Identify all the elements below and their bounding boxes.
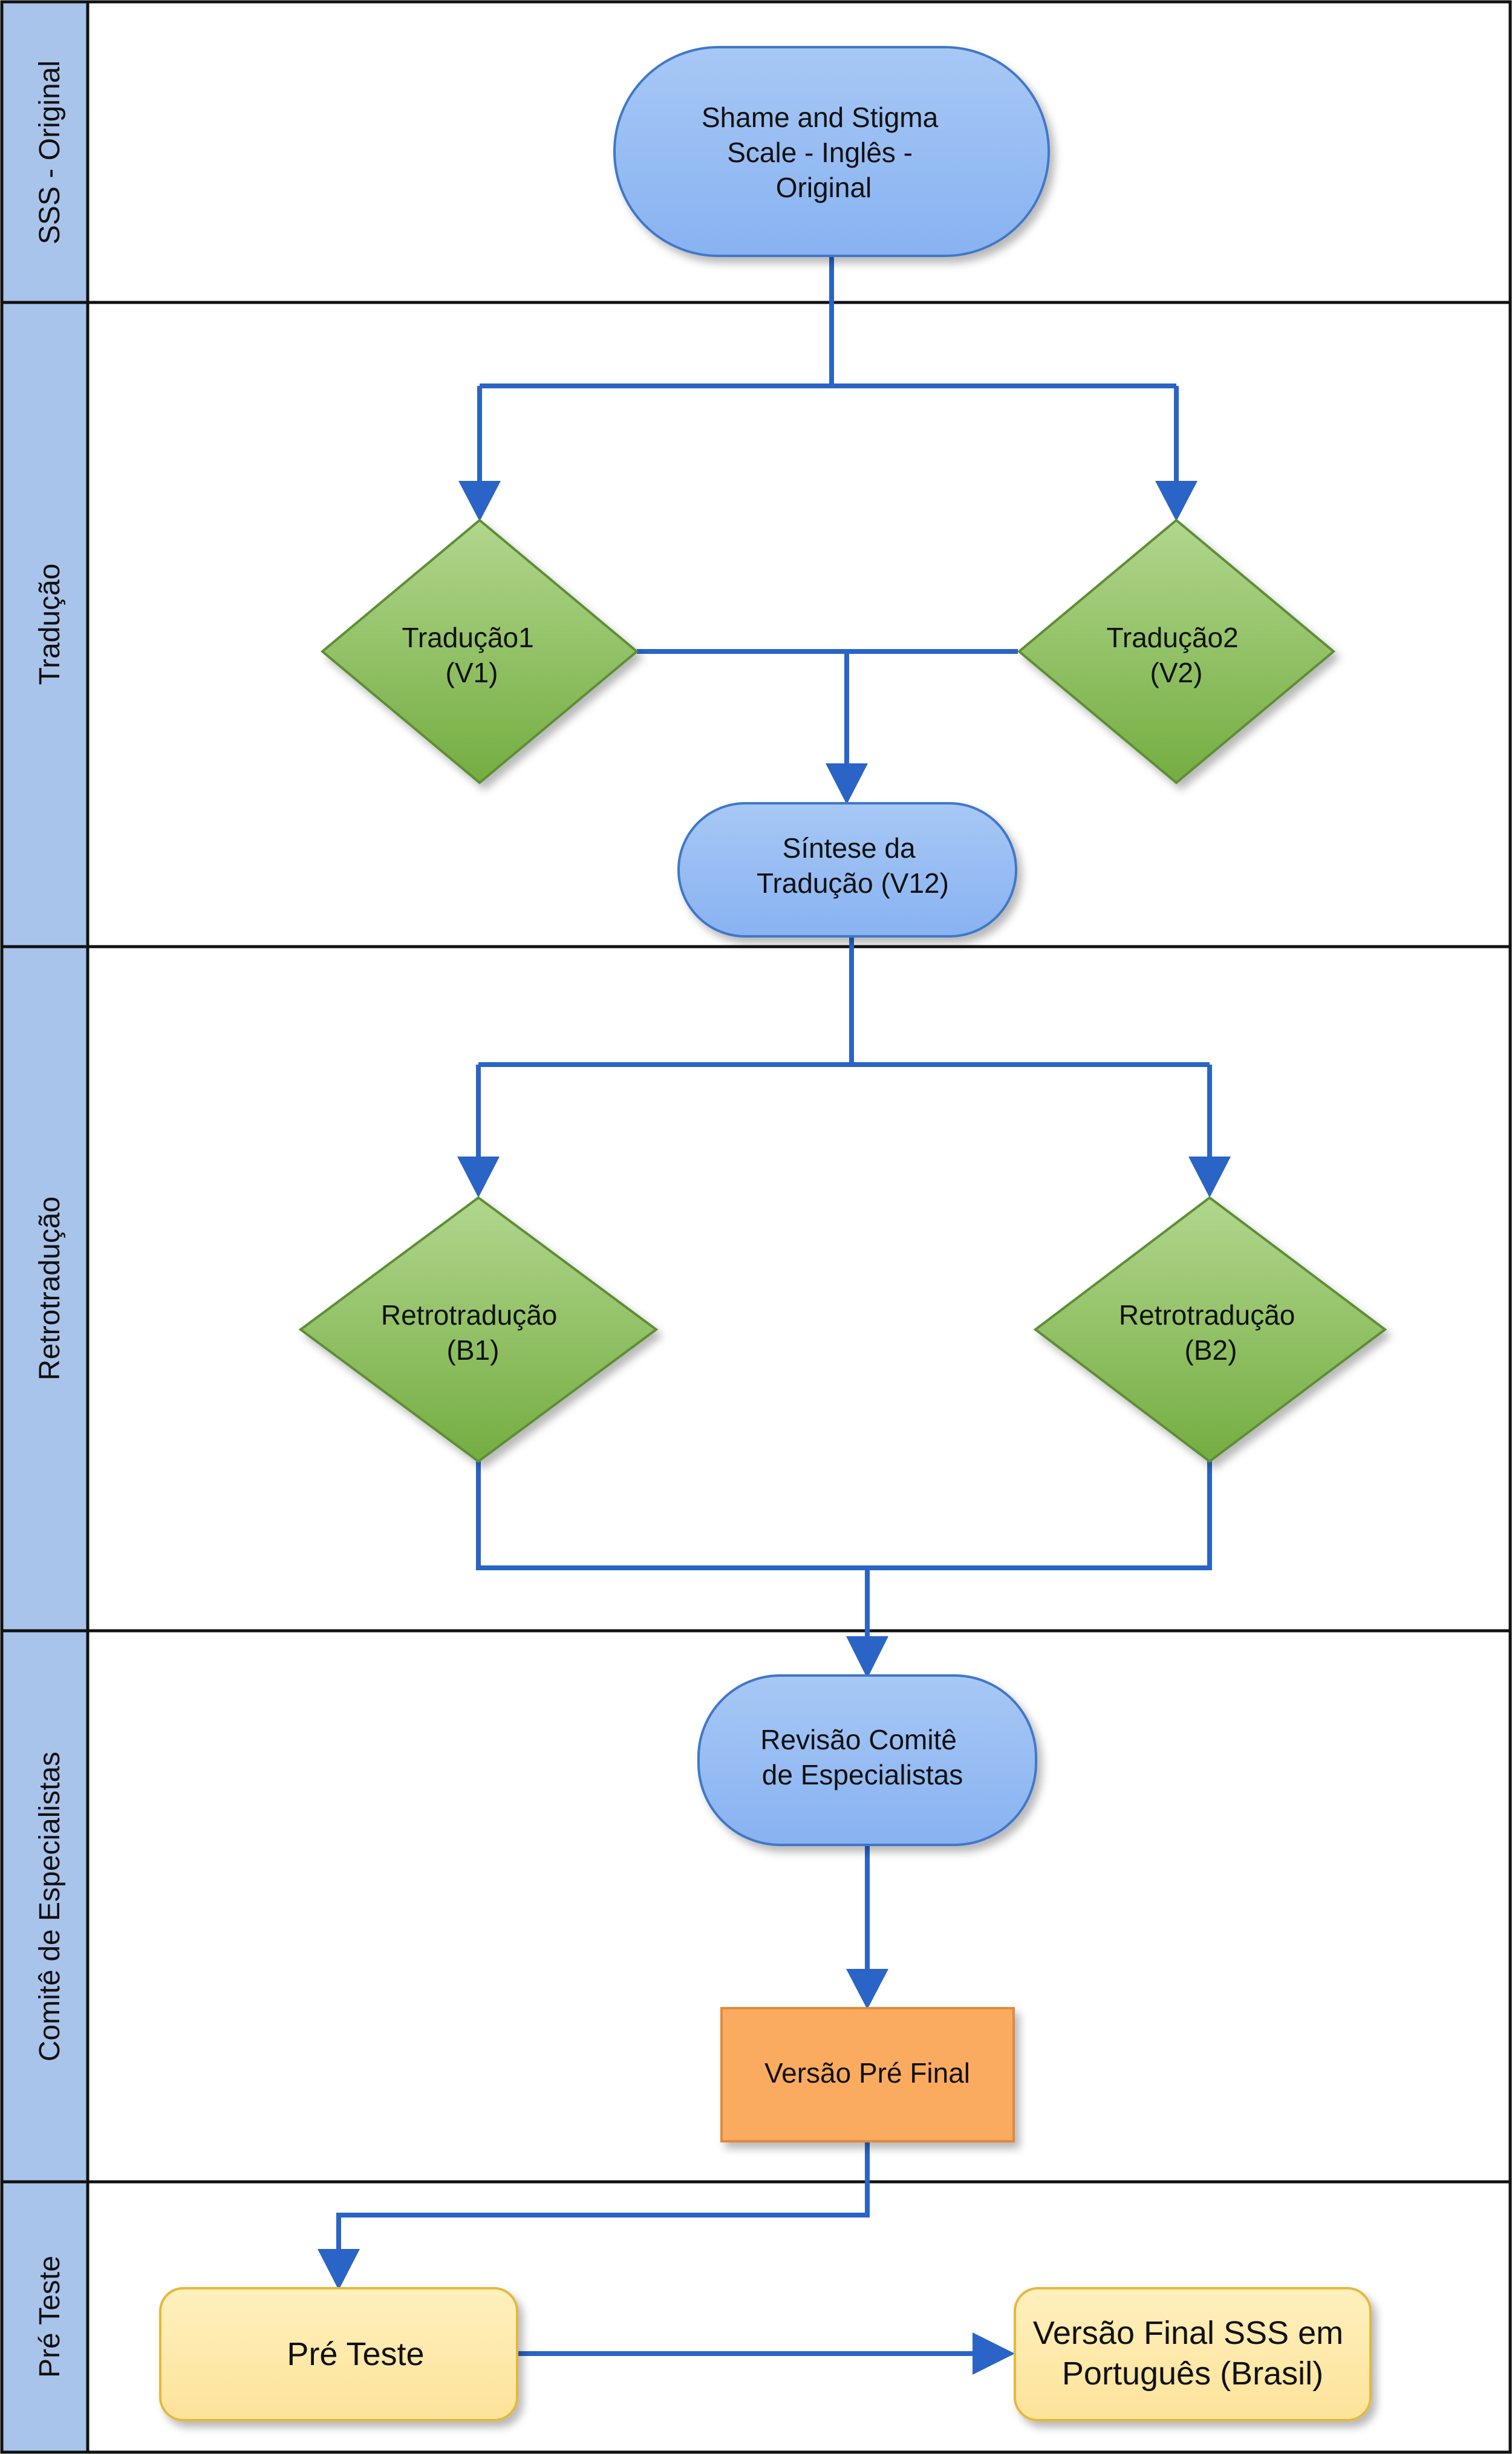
rounded-shape [159, 2287, 518, 2421]
decision-shape [1033, 1196, 1387, 1463]
node-label: Retrotradução (B1) [381, 1299, 565, 1366]
node-label: Revisão Comitê de Especialistas [760, 1724, 964, 1790]
node-label: Tradução2 (V2) [1107, 622, 1246, 688]
node-sintese-traducao: Síntese da Tradução (V12) [677, 802, 1017, 938]
arrowhead [826, 763, 868, 804]
terminal-shape [697, 1674, 1037, 1846]
node-label-line: Scale - Inglês - [727, 137, 913, 168]
lane-label-sss-original: SSS - Original [34, 60, 66, 244]
lane-label-comite: Comitê de Especialistas [34, 1752, 66, 2061]
node-label-line: Retrotradução [1119, 1299, 1295, 1331]
connector-sintese-to-retro [476, 936, 1212, 1160]
arrowhead [846, 1969, 888, 2009]
decision-shape [1017, 518, 1336, 785]
lane-label-retrotraducao: Retrotradução [34, 1196, 66, 1380]
node-label: Retrotradução (B2) [1119, 1299, 1303, 1366]
arrowhead [1188, 1157, 1231, 1198]
node-label-line: de Especialistas [762, 1759, 963, 1790]
connector-translations-to-sintese [637, 649, 1018, 782]
process-shape [720, 2007, 1015, 2142]
node-label-line: (V2) [1150, 657, 1203, 688]
node-label-line: Revisão Comitê [760, 1724, 957, 1755]
node-label-line: Shame and Stigma [702, 102, 939, 133]
arrowhead [973, 2332, 1015, 2375]
node-label-line: Pré Teste [287, 2336, 424, 2372]
node-versao-final: Versão Final SSS em Português (Brasil) [1014, 2287, 1372, 2421]
arrowhead [458, 481, 501, 521]
node-label-line: Versão Pré Final [764, 2057, 970, 2089]
lane-label-traducao: Tradução [34, 564, 66, 685]
node-label-line: Tradução2 [1107, 622, 1239, 653]
node-label-line: Português (Brasil) [1062, 2355, 1323, 2392]
node-label: Versão Final SSS em Português (Brasil) [1033, 2315, 1352, 2392]
node-pre-teste: Pré Teste [159, 2287, 518, 2421]
node-label-line: (B1) [447, 1334, 500, 1366]
arrowhead [318, 2249, 360, 2290]
terminal-shape [677, 802, 1017, 938]
node-label-line: Tradução1 [402, 622, 534, 653]
node-label-line: (B2) [1185, 1334, 1237, 1366]
connector-retro-to-revisao [476, 1461, 1212, 1669]
node-label-line: Original [776, 172, 872, 203]
decision-shape [320, 518, 639, 785]
node-label: Tradução1 (V1) [402, 622, 542, 688]
node-label-line: Síntese da [783, 832, 916, 864]
arrowhead [457, 1157, 500, 1198]
node-label-line: (V1) [446, 657, 498, 688]
node-label: Síntese da Tradução (V12) [757, 832, 949, 899]
node-label: Pré Teste [287, 2336, 424, 2372]
node-traducao2: Tradução2 (V2) [1017, 518, 1336, 785]
node-retrotraducao-b1: Retrotradução (B1) [298, 1196, 659, 1463]
connector-pre-final-to-pre-teste [336, 2142, 870, 2265]
lane-labels: SSS - Original Tradução Retrotradução Co… [34, 60, 66, 2378]
node-versao-pre-final: Versão Pré Final [720, 2007, 1015, 2142]
decision-shape [298, 1196, 659, 1463]
rounded-shape [1014, 2287, 1372, 2421]
arrowhead [1155, 481, 1198, 521]
arrowhead [846, 1636, 888, 1679]
arrowheads [318, 481, 1231, 2375]
node-label: Shame and Stigma Scale - Inglês - Origin… [702, 102, 946, 203]
connector-original-to-translations [477, 257, 1179, 484]
lane-label-column [2, 2, 88, 2452]
node-label: Versão Pré Final [764, 2057, 970, 2089]
node-label-line: Versão Final SSS em [1033, 2315, 1343, 2351]
connectors [336, 257, 1212, 2356]
lane-label-pre-teste: Pré Teste [34, 2256, 66, 2378]
node-revisao-comite: Revisão Comitê de Especialistas [697, 1674, 1037, 1846]
node-label-line: Retrotradução [381, 1299, 558, 1331]
node-label-line: Tradução (V12) [757, 867, 949, 899]
node-shame-stigma-original: Shame and Stigma Scale - Inglês - Origin… [613, 46, 1050, 257]
node-retrotraducao-b2: Retrotradução (B2) [1033, 1196, 1387, 1463]
node-traducao1: Tradução1 (V1) [320, 518, 639, 785]
terminal-shape [613, 46, 1050, 257]
